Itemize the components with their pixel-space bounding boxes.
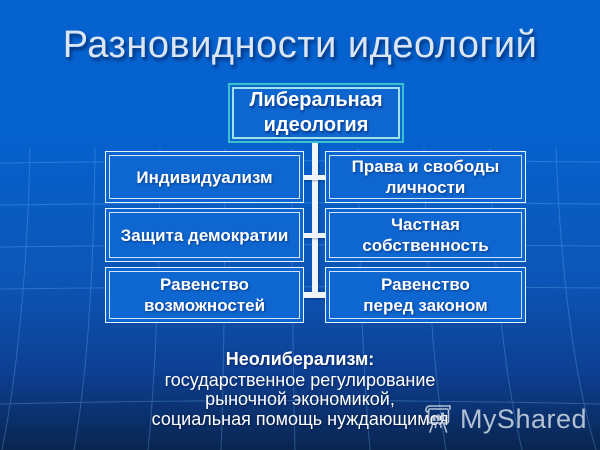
diagram-box-individualism: Индивидуализм xyxy=(105,151,304,203)
connector-row1 xyxy=(302,175,328,180)
myshared-watermark: MyShared xyxy=(423,402,587,436)
diagram-box-rights-freedoms: Права и свободы личности xyxy=(325,151,526,203)
diagram-root-box: Либеральная идеология xyxy=(228,83,404,143)
diagram-item-label: Частная собственность xyxy=(362,215,489,255)
diagram-item-label: Индивидуализм xyxy=(136,167,273,187)
footnote-line: социальная помощь нуждающимся xyxy=(151,408,449,429)
flipchart-chart-icon xyxy=(425,405,451,433)
diagram-box-equal-opportunity: Равенство возможностей xyxy=(105,267,304,323)
diagram-item-label: Равенство перед законом xyxy=(363,275,488,315)
diagram-box-equality-before-law: Равенство перед законом xyxy=(325,267,526,323)
connector-row3 xyxy=(302,292,328,298)
watermark-label: MyShared xyxy=(459,403,587,434)
footnote-heading: Неолиберализм: xyxy=(225,349,375,369)
diagram-box-private-property: Частная собственность xyxy=(325,208,526,262)
connector-row2 xyxy=(302,233,328,238)
footnote-line: рыночной экономикой, xyxy=(205,389,395,409)
diagram-item-label: Защита демократии xyxy=(120,225,289,245)
slide-title: Разновидности идеологий xyxy=(62,24,538,66)
diagram-box-democracy-protection: Защита демократии xyxy=(105,208,304,262)
footnote: Неолиберализм: государственное регулиров… xyxy=(0,349,600,429)
diagram-item-label: Права и свободы личности xyxy=(351,157,500,197)
connector-trunk xyxy=(312,141,318,297)
diagram-root-label: Либеральная идеология xyxy=(249,89,383,136)
diagram-item-label: Равенство возможностей xyxy=(143,275,266,315)
footnote-line: государственное регулирование xyxy=(164,369,436,390)
